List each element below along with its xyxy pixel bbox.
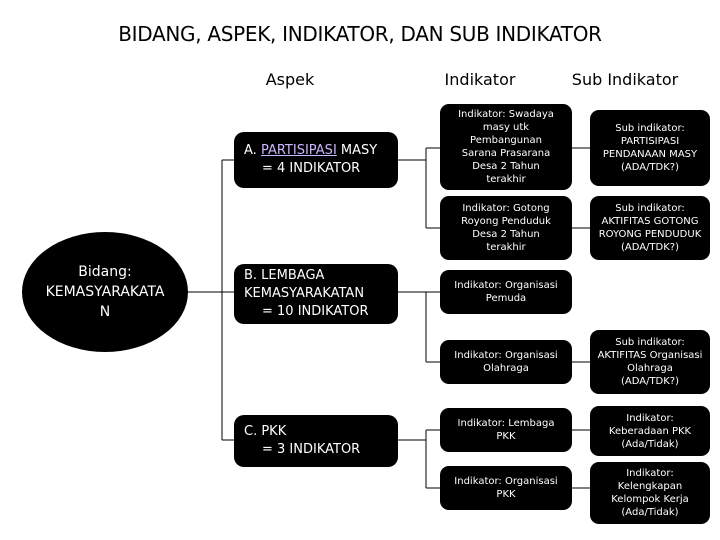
page-title: BIDANG, ASPEK, INDIKATOR, DAN SUB INDIKA…	[118, 22, 602, 46]
bidang-node: Bidang: KEMASYARAKATA N	[22, 232, 188, 352]
aspect-c-count: = 3 INDIKATOR	[262, 442, 361, 457]
bidang-label: Bidang: KEMASYARAKATA N	[45, 264, 165, 320]
aspect-c-node: C. PKK = 3 INDIKATOR	[234, 415, 398, 467]
sub-indicator-keberadaan-pkk: Indikator: Keberadaan PKK (Ada/Tidak)	[590, 406, 710, 456]
indicator-lembaga-pkk: Indikator: Lembaga PKK	[440, 408, 572, 452]
indicator-gotong-royong-label: Indikator: Gotong Royong Penduduk Desa 2…	[461, 203, 551, 253]
sub-indicator-partisipasi: Sub indikator: PARTISIPASI PENDANAAN MAS…	[590, 110, 710, 186]
indicator-organisasi-pkk: Indikator: Organisasi PKK	[440, 466, 572, 510]
sub-indicator-olahraga-label: Sub indikator: AKTIFITAS Organisasi Olah…	[597, 337, 703, 387]
indicator-swadaya: Indikator: Swadaya masy utk Pembangunan …	[440, 104, 572, 190]
sub-indicator-kelengkapan-label: Indikator: Kelengkapan Kelompok Kerja (A…	[611, 468, 689, 518]
sub-indicator-kelengkapan: Indikator: Kelengkapan Kelompok Kerja (A…	[590, 462, 710, 524]
indicator-organisasi-olahraga: Indikator: Organisasi Olahraga	[440, 340, 572, 384]
header-sub-indikator: Sub Indikator	[571, 70, 679, 89]
aspect-b-line1: B. LEMBAGA	[244, 268, 325, 283]
sub-indicator-keberadaan-pkk-label: Indikator: Keberadaan PKK (Ada/Tidak)	[608, 412, 692, 450]
indicator-lembaga-pkk-label: Indikator: Lembaga PKK	[457, 418, 555, 442]
header-indikator: Indikator	[444, 70, 516, 89]
aspect-a-node: A. PARTISIPASI MASY = 4 INDIKATOR	[234, 132, 398, 188]
aspect-a-prefix: A.	[244, 143, 257, 158]
aspect-a-link[interactable]: PARTISIPASI	[260, 143, 337, 158]
header-aspek: Aspek	[265, 70, 315, 89]
indicator-organisasi-pemuda: Indikator: Organisasi Pemuda	[440, 270, 572, 314]
aspect-a-rest: MASY	[340, 143, 378, 158]
sub-indicator-partisipasi-label: Sub indikator: PARTISIPASI PENDANAAN MAS…	[602, 123, 698, 173]
aspect-c-line1: C. PKK	[244, 424, 287, 439]
aspect-a-count: = 4 INDIKATOR	[262, 161, 361, 176]
indicator-organisasi-pemuda-label: Indikator: Organisasi Pemuda	[454, 280, 558, 304]
sub-indicator-gotong-royong-label: Sub indikator: AKTIFITAS GOTONG ROYONG P…	[598, 203, 702, 253]
indicator-organisasi-olahraga-label: Indikator: Organisasi Olahraga	[454, 350, 558, 374]
sub-indicator-olahraga: Sub indikator: AKTIFITAS Organisasi Olah…	[590, 330, 710, 394]
sub-indicator-gotong-royong: Sub indikator: AKTIFITAS GOTONG ROYONG P…	[590, 196, 710, 260]
aspect-b-line2: KEMASYARAKATAN	[244, 286, 365, 301]
indicator-swadaya-label: Indikator: Swadaya masy utk Pembangunan …	[458, 109, 554, 185]
indicator-organisasi-pkk-label: Indikator: Organisasi PKK	[454, 476, 558, 500]
indicator-gotong-royong: Indikator: Gotong Royong Penduduk Desa 2…	[440, 196, 572, 260]
aspect-b-count: = 10 INDIKATOR	[262, 304, 369, 319]
aspect-a-title: A. PARTISIPASI MASY	[244, 142, 398, 160]
aspect-b-node: B. LEMBAGA KEMASYARAKATAN = 10 INDIKATOR	[234, 264, 398, 324]
